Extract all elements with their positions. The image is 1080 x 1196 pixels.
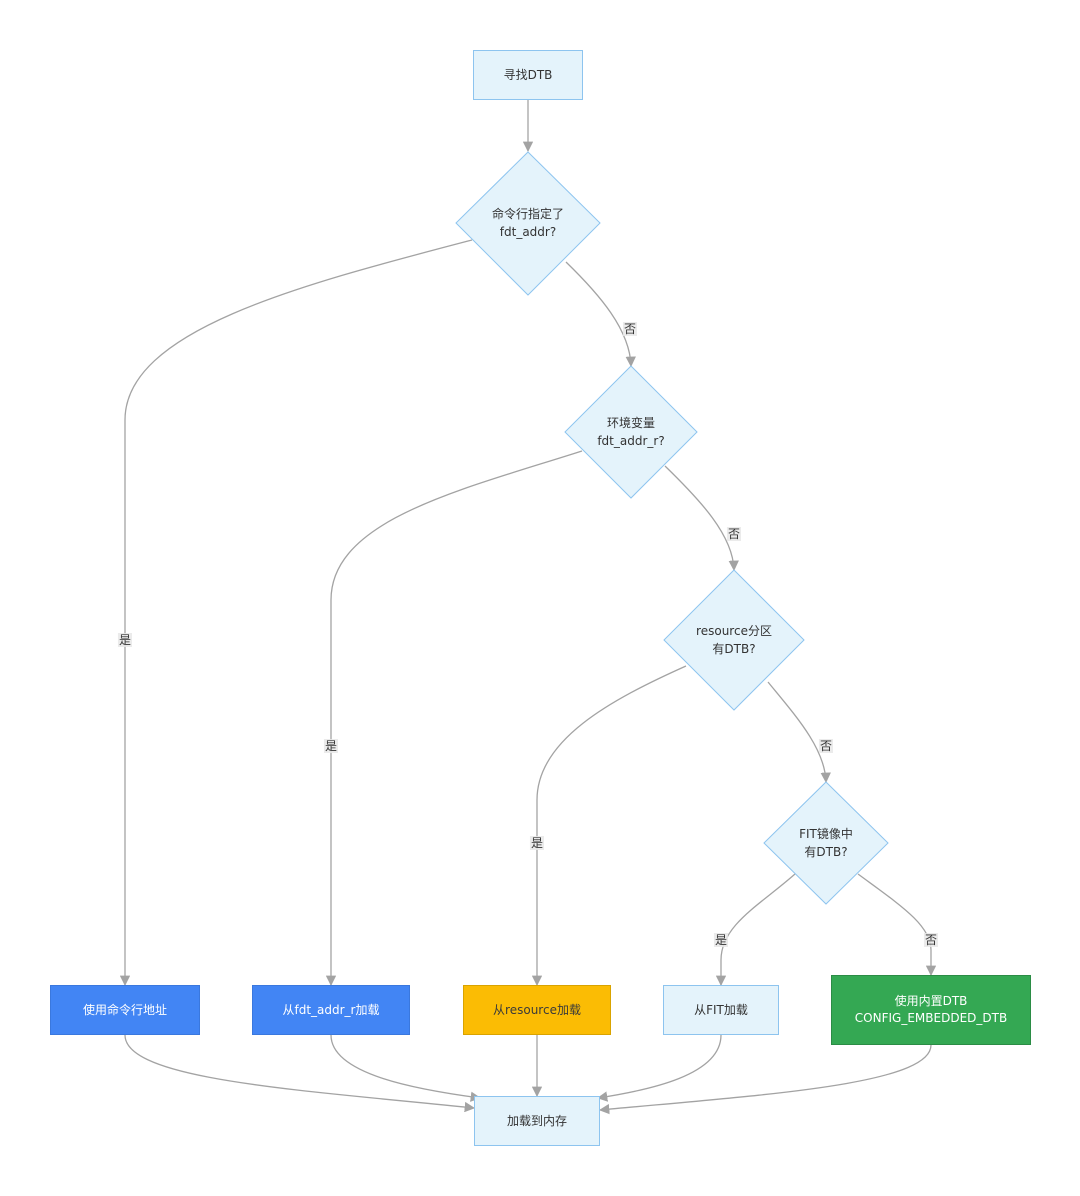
decision-env-text: 环境变量 fdt_addr_r? [597,414,664,450]
node-load-from-fit: 从FIT加载 [663,985,779,1035]
edge-fit-to-load [596,1034,722,1102]
node-use-embedded-dtb: 使用内置DTB CONFIG_EMBEDDED_DTB [831,975,1031,1045]
node-load-from-resource-text: 从resource加载 [493,1002,581,1017]
node-use-cmdline-address-text: 使用命令行地址 [82,1002,167,1017]
node-use-cmdline-address: 使用命令行地址 [50,985,200,1035]
decision-fit-line1: FIT镜像中 [799,827,853,841]
node-load-to-memory-text: 加载到内存 [506,1113,567,1128]
decision-cmdline-text: 命令行指定了 fdt_addr? [492,205,564,241]
decision-env-line1: 环境变量 [606,416,655,430]
decision-fit-text: FIT镜像中 有DTB? [799,825,853,861]
edge-label-cmdline-no: 否 [622,322,638,336]
edge-label-env-yes: 是 [323,739,339,753]
node-find-dtb: 寻找DTB [473,50,583,100]
edge-label-fit-yes: 是 [713,933,729,947]
edge-cmdline-no [565,261,636,368]
edge-fit-yes [715,873,796,987]
edge-cmdline-yes [119,239,473,987]
node-load-from-fdt-addr-r-text: 从fdt_addr_r加载 [282,1002,380,1017]
node-load-from-resource: 从resource加载 [463,985,611,1035]
edge-env-no [664,465,739,572]
node-load-to-memory: 加载到内存 [474,1096,600,1146]
edge-label-fit-no: 否 [923,933,939,947]
edge-embedded-to-load [598,1044,932,1115]
node-use-embedded-dtb-line2: CONFIG_EMBEDDED_DTB [854,1011,1008,1025]
edge-env-yes [325,450,583,987]
edge-label-resource-no: 否 [818,739,834,753]
edge-cmdline-to-load [124,1034,476,1113]
decision-fit-line2: 有DTB? [804,845,848,859]
decision-fit-diamond [763,781,889,905]
node-load-from-fit-text: 从FIT加载 [694,1002,748,1017]
edge-label-resource-yes: 是 [529,836,545,850]
decision-resource-line1: resource分区 [696,624,772,638]
decision-cmdline-diamond [455,151,601,296]
decision-env-diamond [564,365,698,499]
decision-resource-text: resource分区 有DTB? [696,622,772,658]
edge-fit-no [857,873,937,977]
decision-resource-line2: 有DTB? [712,642,756,656]
edge-resource-yes [531,665,687,987]
edge-label-cmdline-yes: 是 [117,633,133,647]
edge-env-to-load [330,1034,482,1102]
node-load-from-fdt-addr-r: 从fdt_addr_r加载 [252,985,410,1035]
decision-cmdline-line2: fdt_addr? [499,225,557,239]
decision-cmdline-line1: 命令行指定了 [491,207,565,221]
decision-resource-diamond [663,569,805,711]
decision-env-line2: fdt_addr_r? [597,434,665,448]
edge-resource-no [767,681,831,784]
node-find-dtb-text: 寻找DTB [503,67,553,82]
node-use-embedded-dtb-line1: 使用内置DTB [894,994,968,1008]
edge-label-env-no: 否 [726,527,742,541]
